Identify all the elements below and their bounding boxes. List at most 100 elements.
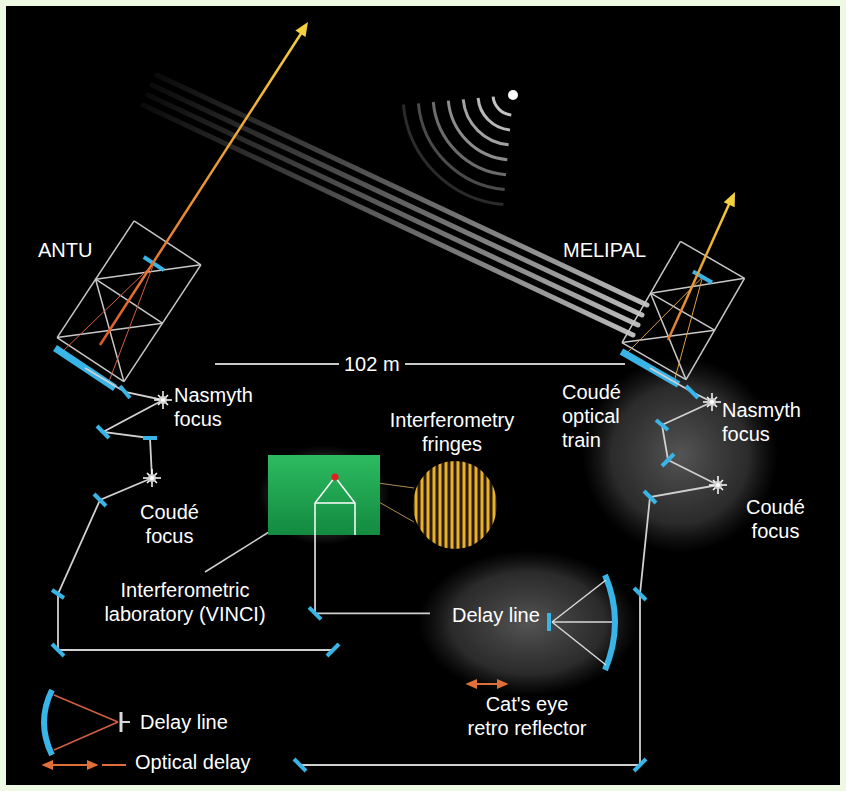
light-beams-part: [143, 105, 633, 335]
lower-delay-line: [44, 690, 130, 769]
antu-pointing-arrow: [100, 22, 308, 345]
optical-train-label: Coudé optical train: [562, 380, 642, 452]
glow-part: [418, 550, 638, 696]
interferometric-lab-box: Interferometric laboratory (VINCI): [268, 455, 380, 535]
interference-fringes-part-part: [451, 455, 454, 555]
interference-fringes-part-part: [427, 455, 430, 555]
antu-pointing-arrow-part: [295, 22, 308, 37]
melipal-telescope-part: [651, 278, 745, 293]
antu-coude-train-part: [143, 469, 161, 487]
focus-label: Nasmyth focus: [722, 398, 822, 446]
lab-beam-combiner: [268, 455, 380, 535]
lower-delay-line-part: [44, 762, 126, 769]
antu-coude-train-part-part: [52, 590, 64, 598]
optical-delay-label: Optical delay: [135, 750, 251, 774]
cats-eye-retro-reflector-part-part: [468, 681, 476, 688]
melipal-coude-train-part-part: [634, 588, 646, 600]
melipal-coude-train-part: [709, 476, 727, 494]
star-wavefronts-part: [508, 90, 518, 100]
lower-delay-line-part: [54, 722, 118, 750]
star-wavefronts-part: [433, 102, 506, 175]
cats-eye-retro-reflector-part: [552, 580, 606, 622]
cats-eye-retro-reflector-part: [547, 613, 551, 631]
baseline-dimension-part: [215, 363, 625, 365]
cats-eye-retro-reflector-part-part: [474, 683, 500, 685]
lab-label: Interferometric laboratory (VINCI): [85, 578, 285, 626]
interference-fringes-part-part: [487, 455, 490, 555]
background: [6, 6, 840, 785]
melipal-pointing-arrow-part: [668, 202, 730, 340]
focus-label: Coudé focus: [728, 495, 823, 543]
lab-beam: [315, 477, 355, 535]
focus-label: Coudé focus: [122, 500, 217, 548]
star-wavefronts: [403, 90, 518, 205]
interference-fringes-part-part: [439, 455, 442, 555]
retro-reflector-label: Cat's eye retro reflector: [465, 692, 589, 740]
beam-line: [315, 535, 430, 613]
detector-dot: [332, 474, 339, 481]
melipal-coude-train-part-part: [662, 454, 674, 466]
fold-mirror: [309, 607, 321, 619]
melipal-coude-train: [294, 368, 727, 771]
interference-fringes-part-part: [493, 455, 496, 555]
light-beams: [143, 75, 647, 335]
melipal-coude-train-part: [703, 393, 721, 411]
interference-fringes-part: [413, 461, 497, 549]
antu-coude-train-part-part: [143, 436, 157, 440]
antu-pointing-arrow-part: [100, 32, 302, 345]
star-wavefronts-part: [403, 105, 503, 205]
lower-delay-line-part-part: [50, 764, 90, 766]
interference-fringes-part-part: [421, 455, 424, 555]
melipal-coude-train-part-part: [644, 491, 656, 503]
melipal-coude-train-part-part: [294, 759, 306, 771]
lower-delay-line-part-part: [102, 764, 126, 766]
antu-coude-train-part: [85, 368, 163, 400]
interference-fringes-part: [416, 455, 494, 555]
melipal-coude-train-part-part: [634, 759, 646, 771]
interference-fringes-part-part: [433, 455, 436, 555]
melipal-coude-train-part: [650, 368, 712, 402]
antu-telescope-part: [62, 264, 154, 352]
baseline-dimension: [215, 364, 625, 365]
lower-delay-line-part: [54, 695, 118, 722]
star-wavefronts-part: [493, 97, 511, 115]
cats-eye-retro-reflector-part: [552, 621, 612, 623]
antu-coude-train-part-part: [52, 644, 64, 656]
interference-fringes-part-part: [463, 455, 466, 555]
interference-fringes-part-part: [475, 455, 478, 555]
cats-eye-retro-reflector-part: [552, 622, 606, 665]
antu-coude-train-part-part: [120, 386, 130, 398]
antu-coude-train-part-part: [97, 426, 109, 438]
lab-leader-line-part: [205, 530, 272, 572]
melipal-telescope-part: [681, 241, 745, 278]
interference-fringes-part-part: [415, 455, 418, 555]
interference-fringes-part-part: [445, 455, 448, 555]
melipal-telescope: [621, 241, 744, 384]
melipal-telescope-part: [686, 278, 745, 379]
telescope-name: MELIPAL: [563, 238, 646, 262]
star-wavefronts-part: [478, 98, 510, 130]
telescope-name: ANTU: [38, 238, 92, 262]
interference-fringes-part-part: [481, 455, 484, 555]
glow-part: [258, 445, 390, 545]
lower-delay-line-part: [121, 721, 130, 723]
interference-fringes-part-part: [469, 455, 472, 555]
lower-delay-line-part-part: [44, 762, 52, 769]
beam-connector: [309, 535, 430, 619]
delay-line-label: Delay line: [452, 603, 540, 627]
light-beams-part: [157, 75, 647, 305]
lab-leader-line: [205, 530, 272, 572]
antu-coude-train-part: [154, 391, 172, 409]
interference-fringes-part-part: [457, 455, 460, 555]
focus-label: Nasmyth focus: [174, 383, 274, 431]
lower-delay-line-part: [44, 690, 52, 755]
melipal-pointing-arrow-part: [724, 192, 735, 207]
dimension-label: 102 m: [339, 352, 405, 376]
cats-eye-retro-reflector-part-part: [498, 681, 506, 688]
melipal-pointing-arrow: [668, 192, 735, 340]
antu-coude-train-part-part: [327, 644, 339, 656]
melipal-coude-train-part-part: [656, 420, 668, 430]
